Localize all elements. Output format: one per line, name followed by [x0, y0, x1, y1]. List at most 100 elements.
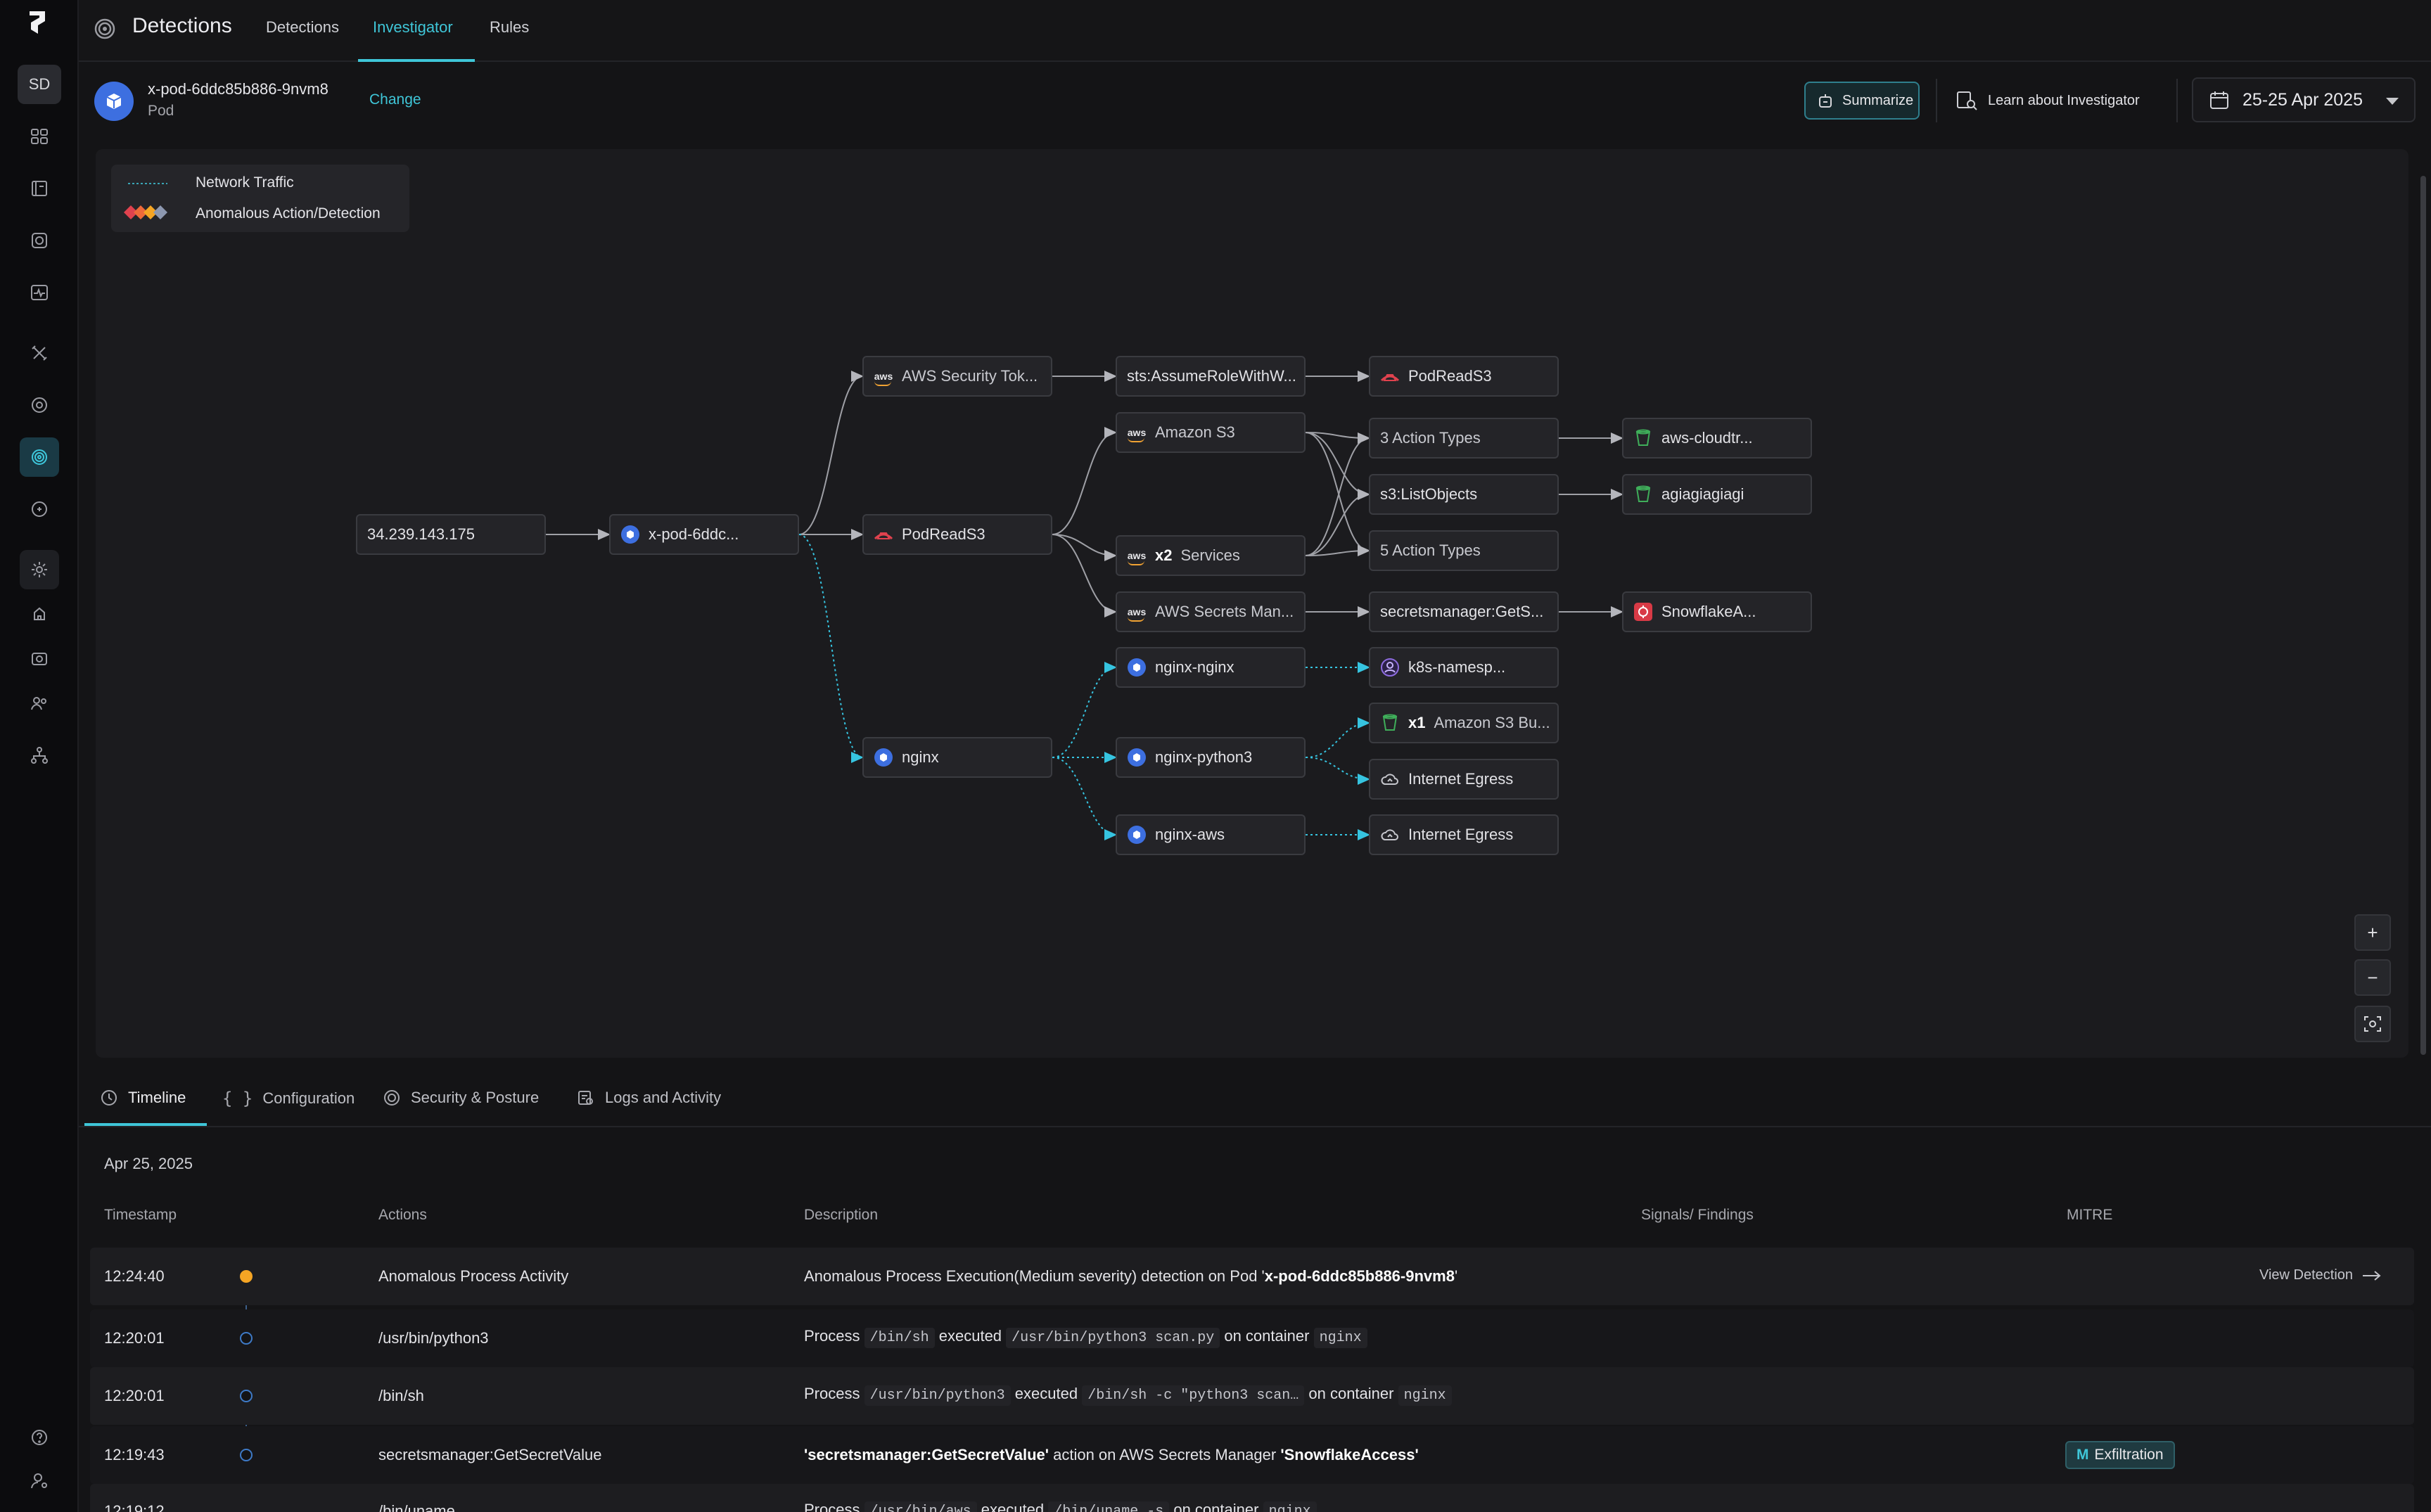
node-podreads3-action[interactable]: PodReadS3: [1369, 356, 1559, 397]
node-5-action-types[interactable]: 5 Action Types: [1369, 530, 1559, 571]
tab-security-posture[interactable]: Security & Posture: [383, 1089, 539, 1107]
header-divider: [1936, 79, 1937, 122]
tab-logs-activity[interactable]: Logs and Activity: [577, 1089, 721, 1107]
node-agia-bucket[interactable]: agiagiagiagi: [1622, 474, 1812, 515]
node-multiplier: x1: [1408, 714, 1426, 731]
row-action: /bin/uname: [378, 1502, 455, 1512]
aws-icon: aws: [1127, 427, 1147, 442]
node-services[interactable]: aws x2 Services: [1116, 535, 1306, 576]
rail-org-icon[interactable]: [20, 736, 59, 775]
tab-investigator[interactable]: Investigator: [373, 18, 453, 36]
date-range-picker[interactable]: 25-25 Apr 2025: [2192, 77, 2416, 122]
node-pod[interactable]: x-pod-6ddc...: [609, 514, 799, 555]
active-tab-indicator: [358, 59, 475, 62]
rail-detections-icon[interactable]: [20, 437, 59, 477]
node-nginx[interactable]: nginx: [862, 737, 1052, 778]
node-nginx-python3[interactable]: nginx-python3: [1116, 737, 1306, 778]
user-avatar[interactable]: SD: [18, 65, 61, 104]
node-label: k8s-namesp...: [1408, 658, 1506, 676]
change-entity-link[interactable]: Change: [369, 91, 421, 108]
summarize-button[interactable]: Summarize: [1804, 82, 1920, 120]
table-row[interactable]: [90, 1248, 2414, 1305]
table-row[interactable]: [90, 1484, 2414, 1512]
tab-label: Configuration: [262, 1089, 355, 1107]
fit-view-button[interactable]: [2354, 1006, 2391, 1042]
rail-vulnerability-icon[interactable]: [20, 221, 59, 260]
node-aws-sts[interactable]: aws AWS Security Tok...: [862, 356, 1052, 397]
kubernetes-icon: [874, 748, 893, 767]
node-internet-egress-1[interactable]: Internet Egress: [1369, 759, 1559, 800]
kubernetes-icon: [1127, 825, 1147, 845]
node-label: 5 Action Types: [1380, 542, 1481, 559]
node-k8s-namespace[interactable]: k8s-namesp...: [1369, 647, 1559, 688]
node-podreads3-role[interactable]: PodReadS3: [862, 514, 1052, 555]
chevron-down-icon: [2386, 98, 2399, 105]
view-detection-link[interactable]: View Detection: [2259, 1267, 2382, 1283]
rail-dashboard-icon[interactable]: [20, 117, 59, 156]
node-nginx-aws[interactable]: nginx-aws: [1116, 814, 1306, 855]
entity-name: x-pod-6ddc85b886-9nvm8: [148, 80, 328, 98]
node-nginx-nginx[interactable]: nginx-nginx: [1116, 647, 1306, 688]
tab-configuration[interactable]: { } Configuration: [222, 1089, 355, 1108]
row-description: Process /usr/bin/aws executed /bin/uname…: [804, 1501, 1317, 1512]
kubernetes-icon: [1127, 658, 1147, 677]
node-label: Amazon S3 Bu...: [1434, 714, 1550, 731]
rail-activity-icon[interactable]: [20, 273, 59, 312]
date-range-value: 25-25 Apr 2025: [2242, 89, 2363, 110]
bucket-icon: [1380, 713, 1400, 733]
rail-integrations-icon[interactable]: [20, 595, 59, 634]
row-timestamp: 12:24:40: [104, 1267, 165, 1285]
detections-icon: [94, 18, 115, 39]
canvas-scrollbar[interactable]: [2420, 176, 2426, 1055]
learn-investigator-button[interactable]: Learn about Investigator: [1955, 82, 2140, 120]
top-bar: Detections Detections Investigator Rules: [79, 0, 2431, 62]
rail-settings-icon[interactable]: [20, 550, 59, 589]
rail-account-icon[interactable]: [20, 1461, 59, 1501]
node-label: AWS Security Tok...: [902, 367, 1038, 385]
node-label: nginx: [902, 748, 939, 766]
rail-policy-icon[interactable]: [20, 489, 59, 529]
node-aws-secrets-manager[interactable]: aws AWS Secrets Man...: [1116, 591, 1306, 632]
node-label: Amazon S3: [1155, 423, 1235, 441]
node-get-secret[interactable]: secretsmanager:GetS...: [1369, 591, 1559, 632]
graph-legend: Network Traffic Anomalous Action/Detecti…: [111, 165, 409, 232]
node-3-action-types[interactable]: 3 Action Types: [1369, 418, 1559, 459]
pod-icon: [94, 82, 134, 121]
row-action: Anomalous Process Activity: [378, 1267, 569, 1285]
calendar-icon: [2210, 91, 2228, 109]
node-assume-role[interactable]: sts:AssumeRoleWithW...: [1116, 356, 1306, 397]
node-snowflake-secret[interactable]: SnowflakeA...: [1622, 591, 1812, 632]
rail-camera-icon[interactable]: [20, 639, 59, 678]
tab-detections[interactable]: Detections: [266, 18, 339, 36]
node-internet-egress-2[interactable]: Internet Egress: [1369, 814, 1559, 855]
summarize-icon: [1819, 94, 1832, 108]
node-label: PodReadS3: [1408, 367, 1492, 385]
node-amazon-s3[interactable]: aws Amazon S3: [1116, 412, 1306, 453]
rail-shield-icon[interactable]: [20, 385, 59, 425]
cloud-icon: [1380, 825, 1400, 845]
zoom-in-button[interactable]: +: [2354, 914, 2391, 951]
summarize-label: Summarize: [1842, 92, 1914, 108]
node-list-objects[interactable]: s3:ListObjects: [1369, 474, 1559, 515]
column-header-actions: Actions: [378, 1207, 427, 1223]
brand-logo[interactable]: [25, 8, 51, 37]
rail-crossed-tools-icon[interactable]: [20, 333, 59, 373]
tab-timeline[interactable]: Timeline: [100, 1089, 186, 1107]
book-search-icon: [1957, 91, 1977, 110]
rail-help-icon[interactable]: [20, 1418, 59, 1457]
zoom-out-button[interactable]: −: [2354, 959, 2391, 996]
target-icon: [384, 1090, 400, 1106]
node-label: PodReadS3: [902, 525, 985, 543]
rail-inventory-icon[interactable]: [20, 169, 59, 208]
rail-users-icon[interactable]: [20, 684, 59, 723]
tab-rules[interactable]: Rules: [490, 18, 530, 36]
table-row[interactable]: [90, 1426, 2414, 1484]
node-cloudtrail-bucket[interactable]: aws-cloudtr...: [1622, 418, 1812, 459]
left-rail: SD: [0, 0, 79, 1512]
node-s3-bucket[interactable]: x1 Amazon S3 Bu...: [1369, 703, 1559, 743]
node-ip-address[interactable]: 34.239.143.175: [356, 514, 546, 555]
table-row[interactable]: [90, 1309, 2414, 1367]
cloud-icon: [1380, 769, 1400, 789]
